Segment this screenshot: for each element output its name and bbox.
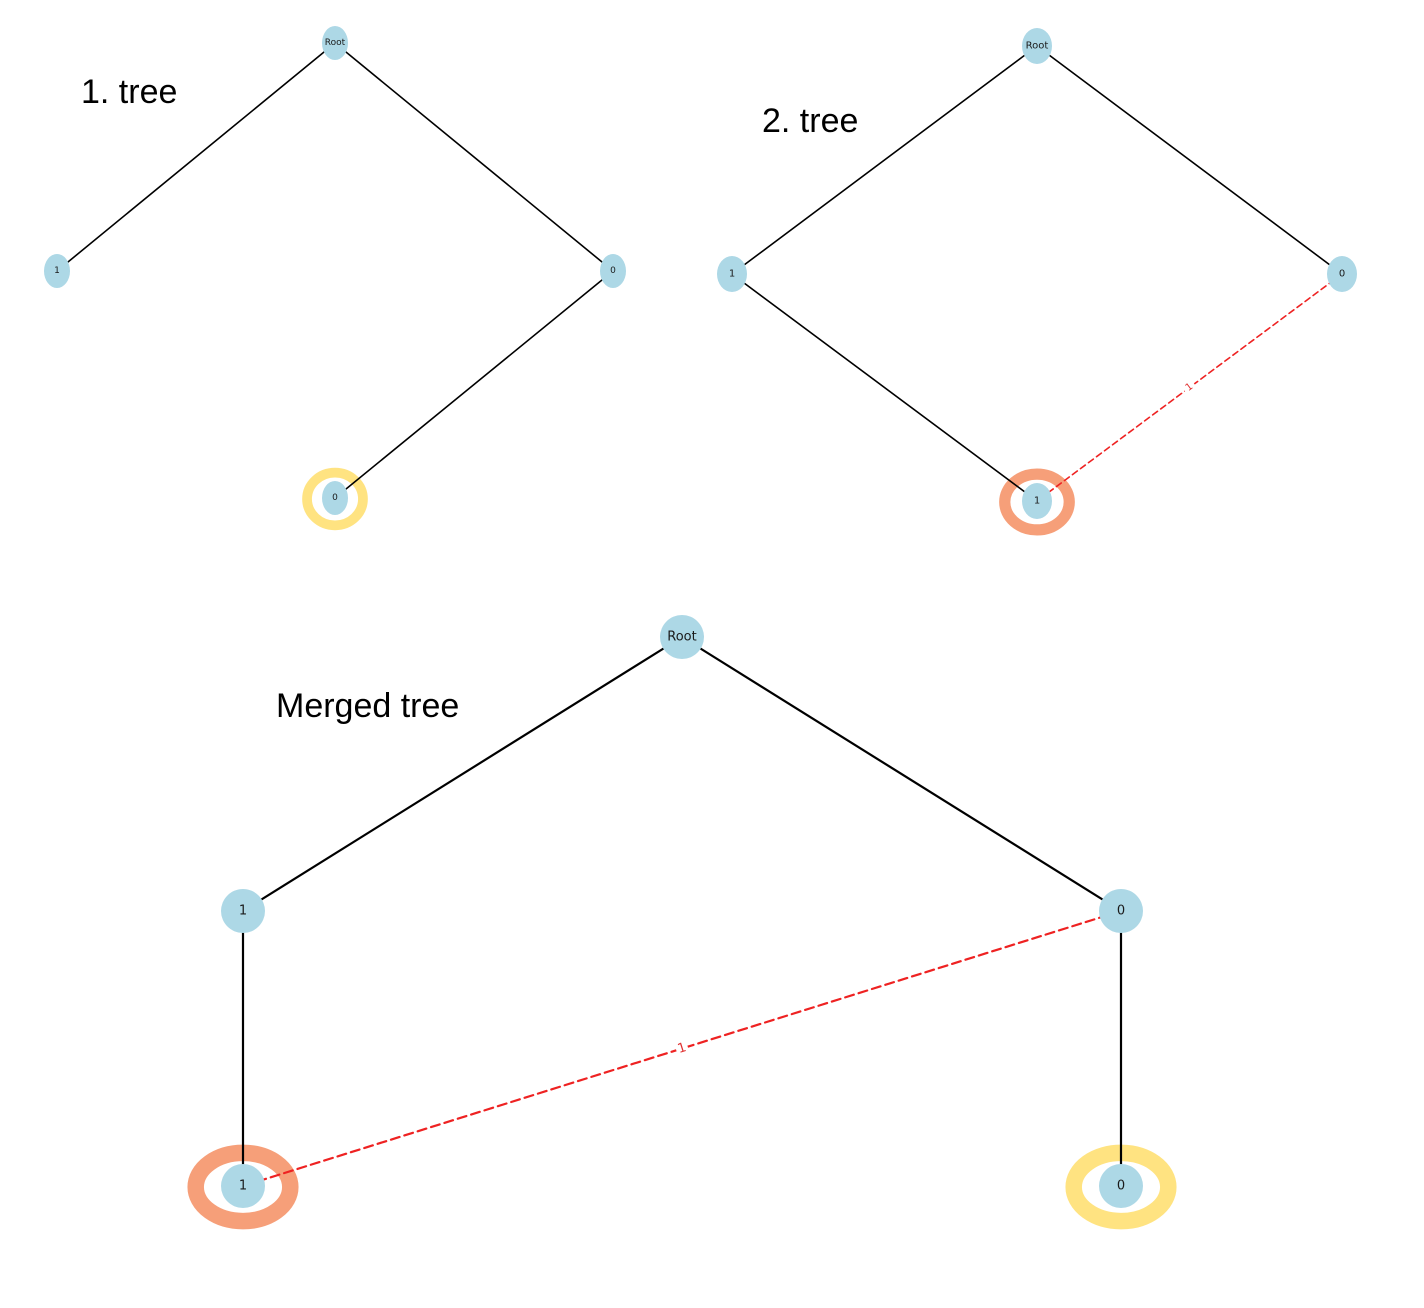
tree2-node-label-right: 0 xyxy=(1339,269,1345,280)
merged-node-right xyxy=(1099,889,1143,933)
merged-node-left_child xyxy=(221,1164,265,1208)
merged-node-root xyxy=(660,615,704,659)
tree2-node-right xyxy=(1327,256,1357,292)
merged-edge-root-right xyxy=(680,635,1123,913)
tree2-node-left_child xyxy=(1022,483,1052,519)
tree2-title: 2. tree xyxy=(762,102,858,140)
merged-node-label-left: 1 xyxy=(239,904,247,919)
tree1-graph: Root 1 0 0 xyxy=(44,26,626,531)
tree1-edge-root-left xyxy=(56,42,336,272)
tree1-edge-right-right_child xyxy=(334,270,614,499)
tree2-node-label-root: Root xyxy=(1026,41,1049,52)
merged-edge-label-bg xyxy=(674,1040,690,1057)
merged-node-label-right: 0 xyxy=(1117,904,1125,919)
tree2-node-label-left: 1 xyxy=(729,269,735,280)
tree1-node-label-left: 1 xyxy=(54,266,60,276)
merged-node-left xyxy=(221,889,265,933)
tree2-node-left xyxy=(717,256,747,292)
tree2-node-root xyxy=(1022,28,1052,64)
tree2-edge-left-left_child xyxy=(731,273,1038,502)
tree1-title: 1. tree xyxy=(81,73,177,111)
merged-node-label-left_child: 1 xyxy=(239,1179,247,1194)
tree1-node-label-right_child: 0 xyxy=(332,493,338,503)
merged-edge-right-left_child xyxy=(241,909,1123,1188)
merged-node-label-right_child: 0 xyxy=(1117,1179,1125,1194)
tree1-node-left xyxy=(44,254,70,288)
merged-node-label-root: Root xyxy=(667,630,696,645)
tree1-node-right xyxy=(600,254,626,288)
merged-edge-root-left xyxy=(241,635,684,913)
tree1-node-label-right: 0 xyxy=(610,266,616,276)
tree2-graph: 1 Root 1 0 1 xyxy=(717,28,1357,536)
tree2-node-label-left_child: 1 xyxy=(1034,496,1040,507)
tree2-edge-label: 1 xyxy=(1184,381,1196,394)
merged-node-right_child xyxy=(1099,1164,1143,1208)
tree2-edge-root-left xyxy=(731,45,1038,275)
merged-tree-title: Merged tree xyxy=(276,687,459,725)
tree1-edge-root-right xyxy=(334,42,614,272)
tree1-node-label-root: Root xyxy=(325,38,346,48)
tree2-edge-root-right xyxy=(1036,45,1343,275)
tree2-highlight-orange xyxy=(999,468,1075,536)
tree1-node-root xyxy=(322,26,348,60)
tree1-node-right_child xyxy=(322,481,348,515)
tree1-highlight-yellow xyxy=(302,467,368,531)
tree2-edge-label-bg xyxy=(1181,379,1198,396)
